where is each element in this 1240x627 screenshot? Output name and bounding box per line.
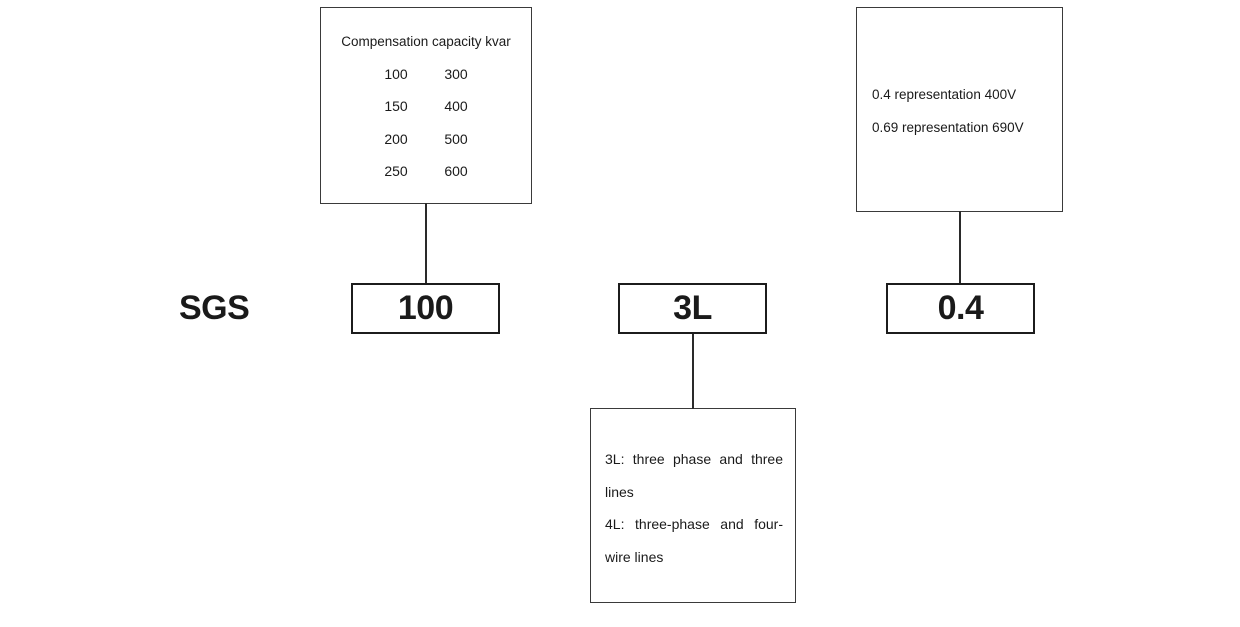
capacity-value: 500 xyxy=(444,130,468,147)
voltage-legend-line: 0.4 representation 400V xyxy=(872,87,1017,102)
model-prefix-label: SGS xyxy=(179,289,250,327)
phase-legend-box: 3L: three phase and three lines 4L: thre… xyxy=(590,408,796,603)
capacity-value: 400 xyxy=(444,98,468,115)
capacity-legend-title: Compensation capacity kvar xyxy=(341,34,511,49)
connector-voltage-line xyxy=(959,211,961,284)
connector-phase-line xyxy=(692,333,694,409)
capacity-value: 300 xyxy=(444,66,468,82)
voltage-legend-box: 0.4 representation 400V 0.69 representat… xyxy=(856,7,1063,212)
phase-legend-paragraph: 4L: three-phase and four-wire lines xyxy=(605,516,783,565)
model-segment-box-phase: 3L xyxy=(618,283,767,334)
voltage-legend-text: 0.4 representation 400V 0.69 representat… xyxy=(857,8,1062,144)
capacity-table: 100 300 150 400 200 500 250 600 xyxy=(366,58,486,187)
model-segment-box-capacity: 100 xyxy=(351,283,500,334)
capacity-value: 250 xyxy=(384,162,408,179)
connector-capacity-line xyxy=(425,203,427,284)
capacity-value: 150 xyxy=(384,98,408,115)
capacity-legend-box: Compensation capacity kvar 100 300 150 4… xyxy=(320,7,532,204)
voltage-legend-line: 0.69 representation 690V xyxy=(872,120,1024,135)
phase-legend-paragraph: 3L: three phase and three lines xyxy=(605,451,783,500)
phase-legend-text: 3L: three phase and three lines 4L: thre… xyxy=(591,409,783,573)
model-segment-box-voltage: 0.4 xyxy=(886,283,1035,334)
capacity-value: 600 xyxy=(444,162,468,179)
capacity-value: 200 xyxy=(384,130,408,147)
capacity-value: 100 xyxy=(384,66,408,82)
